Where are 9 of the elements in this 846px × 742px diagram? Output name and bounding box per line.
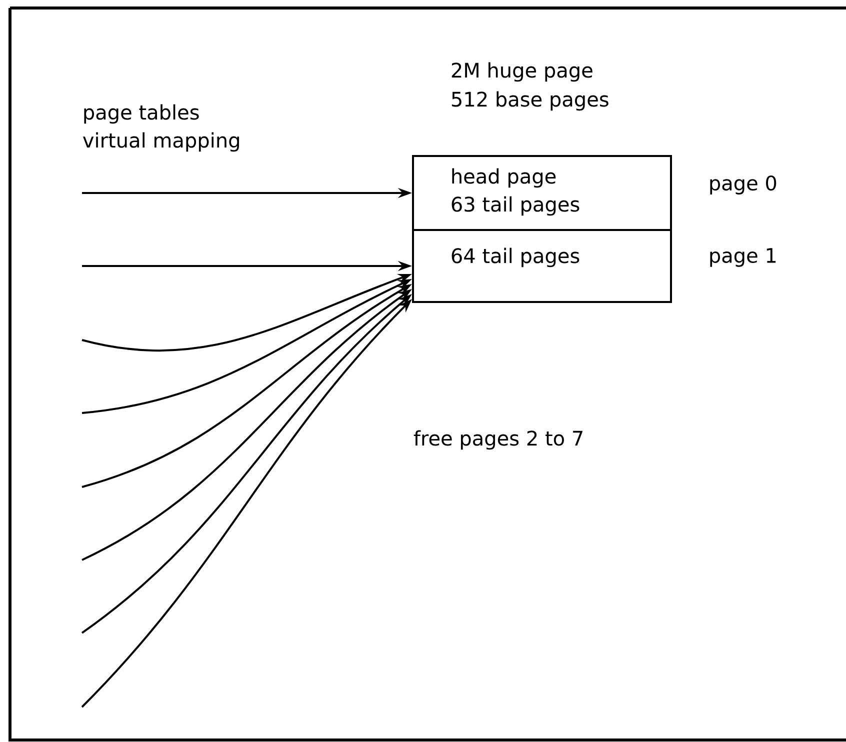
- note-text: free pages 2 to 7: [414, 430, 582, 450]
- page-number: page 1: [710, 248, 776, 267]
- page-number: page 0: [710, 175, 776, 194]
- note-text: 2M huge page: [452, 62, 592, 82]
- note-text: 512 base pages: [452, 91, 608, 111]
- page-box: head page 63 tail pages: [412, 155, 672, 231]
- note-text: page tables: [84, 104, 199, 124]
- page-box: 64 tail pages: [412, 229, 672, 303]
- note-text: virtual mapping: [83, 132, 239, 152]
